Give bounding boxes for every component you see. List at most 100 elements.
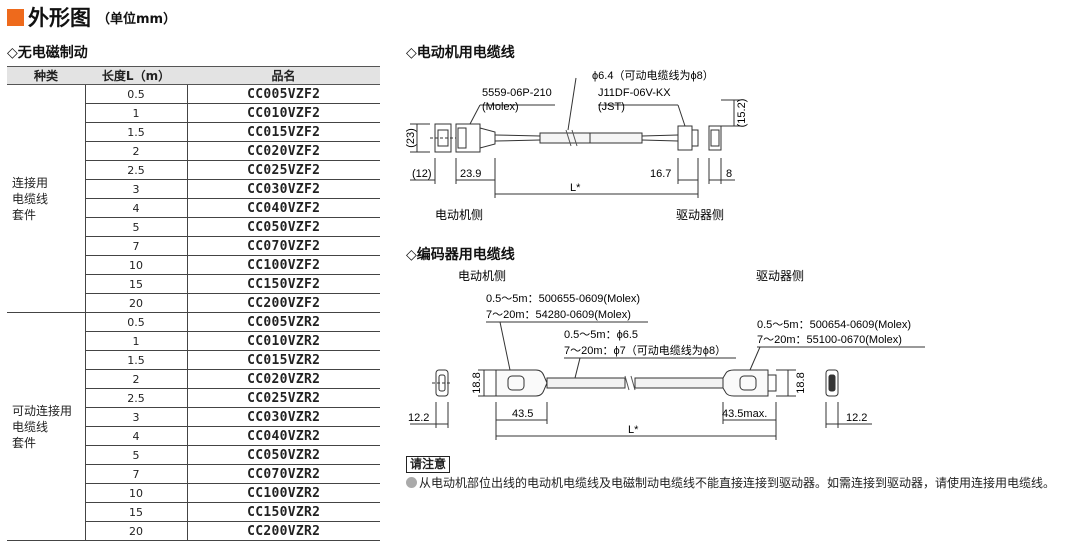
part-number-cell: CC005VZF2 <box>187 84 380 104</box>
length-cell: 3 <box>85 179 188 199</box>
part-number-cell: CC030VZF2 <box>187 179 380 199</box>
length-cell: 5 <box>85 217 188 237</box>
cable-diameter-label: ϕ6.4（可动电缆线为ϕ8） <box>592 68 714 82</box>
unit-label: （单位mm） <box>97 11 177 27</box>
part-number-cell: CC015VZR2 <box>187 350 380 370</box>
enc-dim-18-8-left: 18.8 <box>471 372 483 393</box>
length-cell: 4 <box>85 198 188 218</box>
driver-conn-label: J11DF-06V-KX <box>598 87 671 99</box>
driver-conn-maker: (JST) <box>598 101 625 113</box>
part-number-cell: CC010VZR2 <box>187 331 380 351</box>
length-cell: 20 <box>85 521 188 541</box>
group-name-line: 连接用 <box>12 175 49 190</box>
length-cell: 20 <box>85 293 188 313</box>
length-cell: 15 <box>85 274 188 294</box>
part-number-cell: CC010VZF2 <box>187 103 380 123</box>
group-name-line: 套件 <box>12 207 37 222</box>
part-number-cell: CC070VZR2 <box>187 464 380 484</box>
enc-driver-side-label: 驱动器侧 <box>756 269 804 283</box>
group-name-cell: 可动连接用电缆线套件 <box>7 312 86 541</box>
enc-dim-43-5: 43.5 <box>512 408 533 420</box>
group-name-line: 可动连接用 <box>12 403 73 418</box>
group-name-line: 套件 <box>12 435 37 450</box>
encoder-cable-drawing: 电动机侧 驱动器侧 0.5～5m：500655-0609(Molex) 7～20… <box>408 269 925 440</box>
table-header-row: 种类 长度L（m） 品名 <box>7 66 380 85</box>
note: 从电动机部位出线的电动机电缆线及电磁制动电缆线不能直接连接到驱动器。如需连接到驱… <box>406 474 1055 491</box>
enc-driver-end-view <box>825 369 839 397</box>
dim-12: (12) <box>412 168 432 180</box>
motor-conn-label: 5559-06P-210 <box>482 87 552 99</box>
motor-cable-title: ◇电动机用电缆线 <box>406 45 515 61</box>
part-number-cell: CC200VZF2 <box>187 293 380 313</box>
part-number-cell: CC005VZR2 <box>187 312 380 332</box>
enc-motor-connector <box>495 369 548 397</box>
length-cell: 2.5 <box>85 388 188 408</box>
part-number-cell: CC070VZF2 <box>187 236 380 256</box>
motor-side-label: 电动机侧 <box>435 208 483 222</box>
page-header: 外形图 （单位mm） <box>7 5 177 30</box>
bullet-icon <box>406 477 417 488</box>
length-cell: 1 <box>85 331 188 351</box>
enc-dim-L: L* <box>628 424 639 436</box>
col-header-length: 长度L（m） <box>85 66 187 85</box>
part-number-cell: CC100VZR2 <box>187 483 380 503</box>
length-cell: 0.5 <box>85 312 188 332</box>
driver-connector-end-view <box>708 125 722 151</box>
enc-driver-conn-2: 7～20m：55100-0670(Molex) <box>757 334 902 346</box>
part-number-cell: CC050VZR2 <box>187 445 380 465</box>
enc-dia-2: 7～20m：ϕ7（可动电缆线为ϕ8） <box>564 343 726 357</box>
length-cell: 7 <box>85 236 188 256</box>
length-cell: 1.5 <box>85 350 188 370</box>
part-number-cell: CC040VZF2 <box>187 198 380 218</box>
note-text: 从电动机部位出线的电动机电缆线及电磁制动电缆线不能直接连接到驱动器。如需连接到驱… <box>419 476 1056 490</box>
note-label: 请注意 <box>406 456 451 473</box>
part-number-cell: CC020VZR2 <box>187 369 380 389</box>
dim-23: (23) <box>405 128 417 148</box>
dim-L: L* <box>570 182 581 194</box>
part-number-cell: CC100VZF2 <box>187 255 380 275</box>
group-name-cell: 连接用电缆线套件 <box>7 84 86 313</box>
left-section-title: ◇无电磁制动 <box>7 45 88 61</box>
dim-23-9: 23.9 <box>460 168 481 180</box>
length-cell: 1 <box>85 103 188 123</box>
enc-motor-conn-2: 7～20m：54280-0609(Molex) <box>486 309 631 321</box>
enc-dim-18-8-right: 18.8 <box>795 372 807 393</box>
part-number-cell: CC150VZF2 <box>187 274 380 294</box>
col-header-type: 种类 <box>7 66 85 85</box>
driver-side-label: 驱动器侧 <box>676 208 724 222</box>
dim-8: 8 <box>726 168 732 180</box>
length-cell: 4 <box>85 426 188 446</box>
motor-conn-maker: (Molex) <box>482 101 519 113</box>
encoder-cable-title: ◇编码器用电缆线 <box>406 247 515 263</box>
length-cell: 10 <box>85 483 188 503</box>
length-cell: 2.5 <box>85 160 188 180</box>
enc-dim-12-2-right: 12.2 <box>846 412 867 424</box>
length-cell: 1.5 <box>85 122 188 142</box>
length-cell: 3 <box>85 407 188 427</box>
enc-dim-12-2-left: 12.2 <box>408 412 429 424</box>
enc-motor-conn-1: 0.5～5m：500655-0609(Molex) <box>486 293 640 305</box>
page-title: 外形图 <box>28 6 91 30</box>
length-cell: 0.5 <box>85 84 188 104</box>
group-name-line: 电缆线 <box>12 419 49 434</box>
motor-cable-drawing: 5559-06P-210 (Molex) ϕ6.4（可动电缆线为ϕ8） J11D… <box>405 68 748 222</box>
part-number-cell: CC025VZF2 <box>187 160 380 180</box>
part-number-cell: CC050VZF2 <box>187 217 380 237</box>
part-number-cell: CC015VZF2 <box>187 122 380 142</box>
enc-motor-side-label: 电动机侧 <box>458 269 506 283</box>
